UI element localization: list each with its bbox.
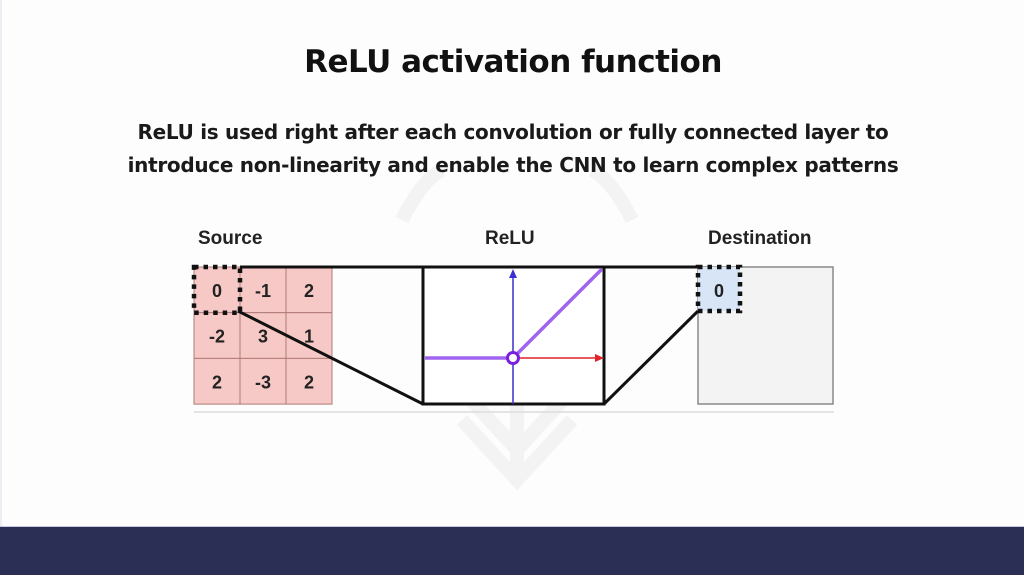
source-cell [193, 266, 241, 314]
funnel-right-line [602, 309, 700, 406]
source-label: Source [198, 228, 263, 249]
source-cell-value: -2 [209, 327, 225, 347]
funnel-left-line [237, 309, 424, 406]
source-cell-value: 3 [258, 327, 268, 347]
source-cell-highlight [191, 264, 243, 315]
slide-subtitle: ReLU is used right after each convolutio… [42, 116, 984, 182]
subtitle-line-2: introduce non-linearity and enable the C… [127, 153, 899, 177]
source-cell-value: -1 [255, 281, 271, 301]
source-cell-value: 2 [304, 281, 314, 301]
source-cell [239, 357, 287, 405]
source-cell [239, 266, 287, 314]
destination-label: Destination [708, 228, 812, 249]
source-cell-value: -3 [255, 372, 271, 392]
slide-title: ReLU activation function [304, 44, 722, 80]
source-cell-value: 1 [304, 327, 314, 347]
relu-diagram: Source ReLU Destination 0 -1 2 -2 3 1 2 -3 2 0 [190, 222, 840, 422]
footer-bar [0, 526, 1024, 575]
source-cell [285, 266, 333, 314]
destination-value: 0 [714, 281, 724, 301]
source-grid: 0 -1 2 -2 3 1 2 -3 2 [191, 264, 333, 405]
diagram-canvas: 0 -1 2 -2 3 1 2 -3 2 0 [191, 264, 834, 413]
source-cell [193, 312, 241, 359]
destination-cell-highlight [695, 264, 743, 314]
y-axis-arrow-icon [509, 269, 517, 278]
source-cell [239, 312, 287, 359]
source-cell-value: 2 [212, 372, 222, 392]
source-cell [285, 312, 333, 359]
slide: ReLU activation function ReLU is used ri… [0, 0, 984, 526]
source-cell-value: 0 [212, 281, 222, 301]
destination-cell [698, 267, 740, 311]
subtitle-line-1: ReLU is used right after each convolutio… [137, 120, 889, 144]
origin-marker [506, 351, 520, 365]
source-cell-value: 2 [304, 372, 314, 392]
source-cell [285, 357, 333, 405]
x-axis-arrow-icon [595, 354, 604, 362]
relu-label: ReLU [485, 228, 535, 249]
